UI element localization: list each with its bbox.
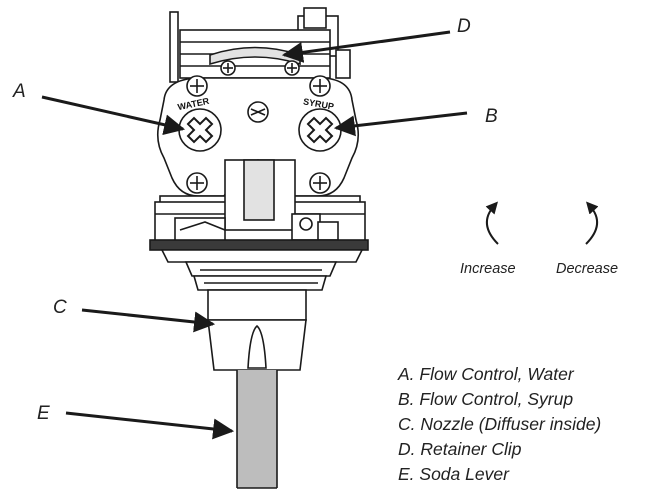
decrease-rotation-arrow [585,201,599,245]
legend-item-c: C. Nozzle (Diffuser inside) [398,414,601,434]
increase-rotation-arrow [485,201,499,245]
callout-a: A [12,81,26,102]
legend: A. Flow Control, Water B. Flow Control, … [397,364,601,484]
callout-c: C [53,297,67,318]
increase-label: Increase [460,261,516,277]
valve-illustration [149,7,369,489]
syrup-flow-control-knob [298,108,342,152]
rotation-indicators [485,201,599,245]
callout-d: D [457,16,471,37]
decrease-label: Decrease [556,261,618,277]
callout-e: E [37,403,50,424]
nozzle-collar [184,261,338,277]
callout-arrow-a [41,95,186,136]
callout-arrow-c [81,308,216,333]
water-flow-control-knob [178,108,222,152]
legend-item-a: A. Flow Control, Water [397,364,575,384]
rear-post-left [169,11,179,83]
legend-item-e: E. Soda Lever [398,464,510,484]
callout-arrow-d [281,30,451,63]
callout-arrow-b [333,111,468,137]
retainer-clip [209,46,301,66]
legend-item-b: B. Flow Control, Syrup [398,389,573,409]
callout-arrow-e [65,411,235,440]
legend-item-d: D. Retainer Clip [398,439,522,459]
nozzle [207,289,307,371]
body-screws [186,75,331,194]
callout-b: B [485,106,498,127]
soda-lever [236,370,278,489]
callout-arrows [41,30,468,440]
base-plate [149,239,369,251]
